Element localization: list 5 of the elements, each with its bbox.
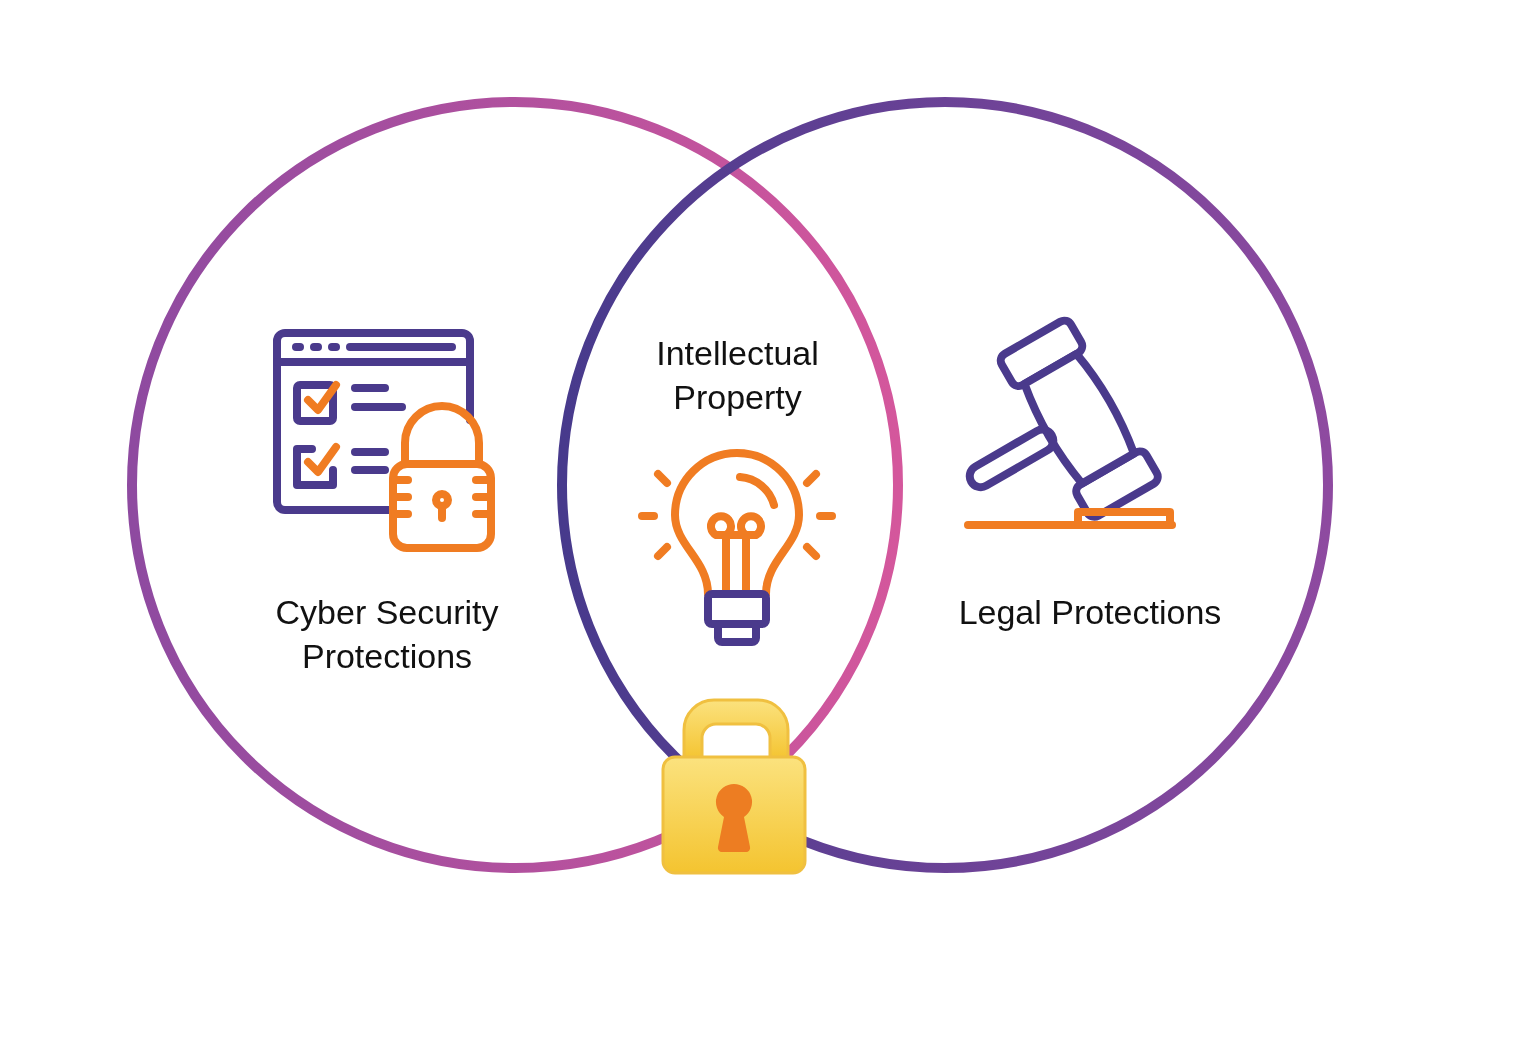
overlap-label: Intellectual Property: [655, 333, 820, 418]
circle-label: Legal Protections: [957, 592, 1223, 633]
venn-circle: [127, 97, 903, 873]
circle-label: Cyber Security Protections: [274, 592, 500, 677]
venn-circle: [557, 97, 1333, 873]
